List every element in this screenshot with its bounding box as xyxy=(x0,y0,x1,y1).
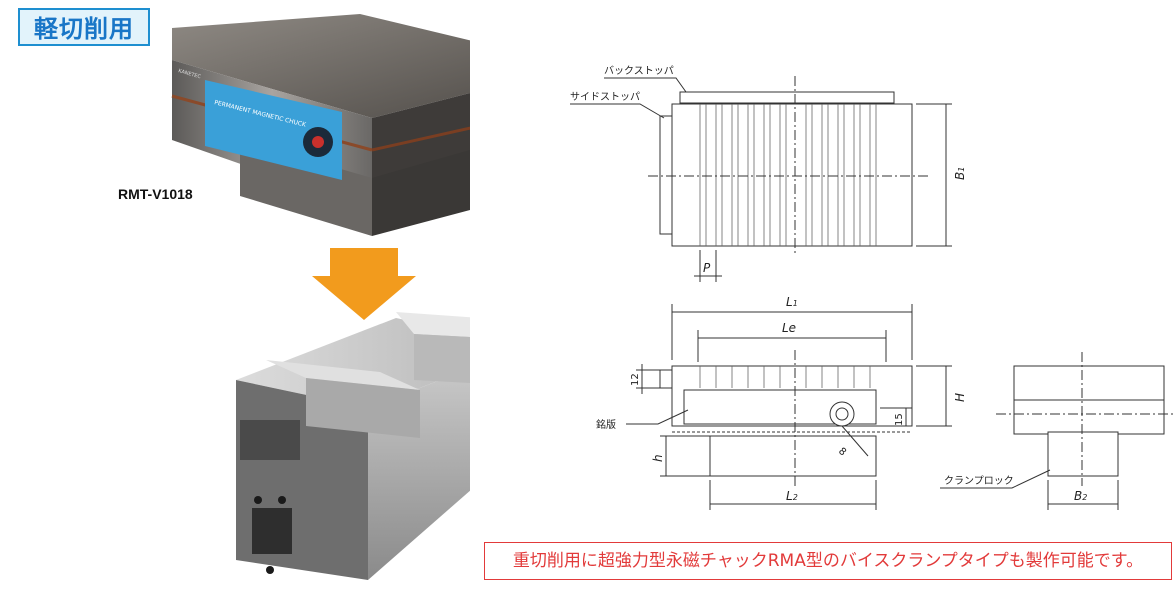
chuck-photo: PERMANENT MAGNETIC CHUCK KANETEC xyxy=(0,0,470,236)
arrow-down-icon xyxy=(312,248,416,320)
dim-small-h: h xyxy=(651,454,665,462)
heavy-cutting-note: 重切削用に超強力型永磁チャックRMA型のバイスクランプタイプも製作可能です。 xyxy=(484,542,1172,580)
top-view-body xyxy=(671,103,913,247)
side-stopper-label: サイドストッパ xyxy=(570,91,640,103)
dim-l2: L2 xyxy=(786,489,798,503)
product-illustration: PERMANENT MAGNETIC CHUCK KANETEC xyxy=(0,0,470,580)
dim-b2: B2 xyxy=(1074,489,1087,503)
model-label: RMT-V1018 xyxy=(118,186,193,202)
dim-le: Le xyxy=(782,321,796,335)
usage-badge: 軽切削用 xyxy=(18,8,150,46)
back-stopper-label: バックストッパ xyxy=(604,65,674,77)
vise-photo xyxy=(236,312,470,580)
dim-8: 8 xyxy=(836,446,848,459)
front-view-body xyxy=(671,365,913,427)
dim-p: P xyxy=(703,261,711,275)
dim-h: H xyxy=(953,393,967,402)
dim-12: 12 xyxy=(630,373,641,386)
side-stopper xyxy=(659,115,673,235)
side-view-body xyxy=(1013,365,1165,435)
name-plate-label: 銘版 xyxy=(596,418,616,431)
back-stopper xyxy=(679,91,895,104)
dim-l1: L1 xyxy=(786,295,798,309)
dim-b1: B1 xyxy=(953,167,967,180)
clamp-block-label: クランプロック xyxy=(944,475,1014,487)
dim-15: 15 xyxy=(894,413,905,426)
chuck-name-plate xyxy=(0,0,1,1)
